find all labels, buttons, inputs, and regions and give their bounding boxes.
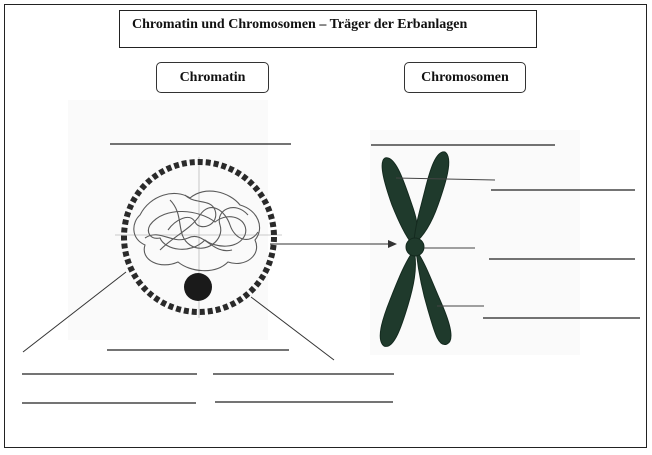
- chromatin-threads: [133, 190, 260, 272]
- chromatin-image-background: [68, 100, 268, 340]
- chromosome-pointer-lines: [395, 177, 496, 307]
- pointer-line-membrane-right: [250, 296, 335, 361]
- page-title: Chromatin und Chromosomen – Träger der E…: [119, 10, 537, 48]
- chromosomen-label: Chromosomen: [404, 62, 526, 93]
- cell-nucleus: [115, 157, 282, 318]
- worksheet-frame: [4, 4, 647, 448]
- nucleolus: [184, 273, 212, 301]
- chromosome: [379, 151, 452, 347]
- answer-lines: [22, 143, 640, 404]
- chromatid-lower-right: [415, 248, 452, 346]
- pointer-line-chromatid: [395, 177, 496, 181]
- chromatid-lower-left: [379, 248, 416, 347]
- centromere: [405, 237, 425, 257]
- chromatin-label: Chromatin: [156, 62, 269, 93]
- pointer-line-membrane: [22, 271, 127, 353]
- arrow-to-chromosome: [270, 240, 397, 248]
- nuclear-membrane: [121, 159, 277, 315]
